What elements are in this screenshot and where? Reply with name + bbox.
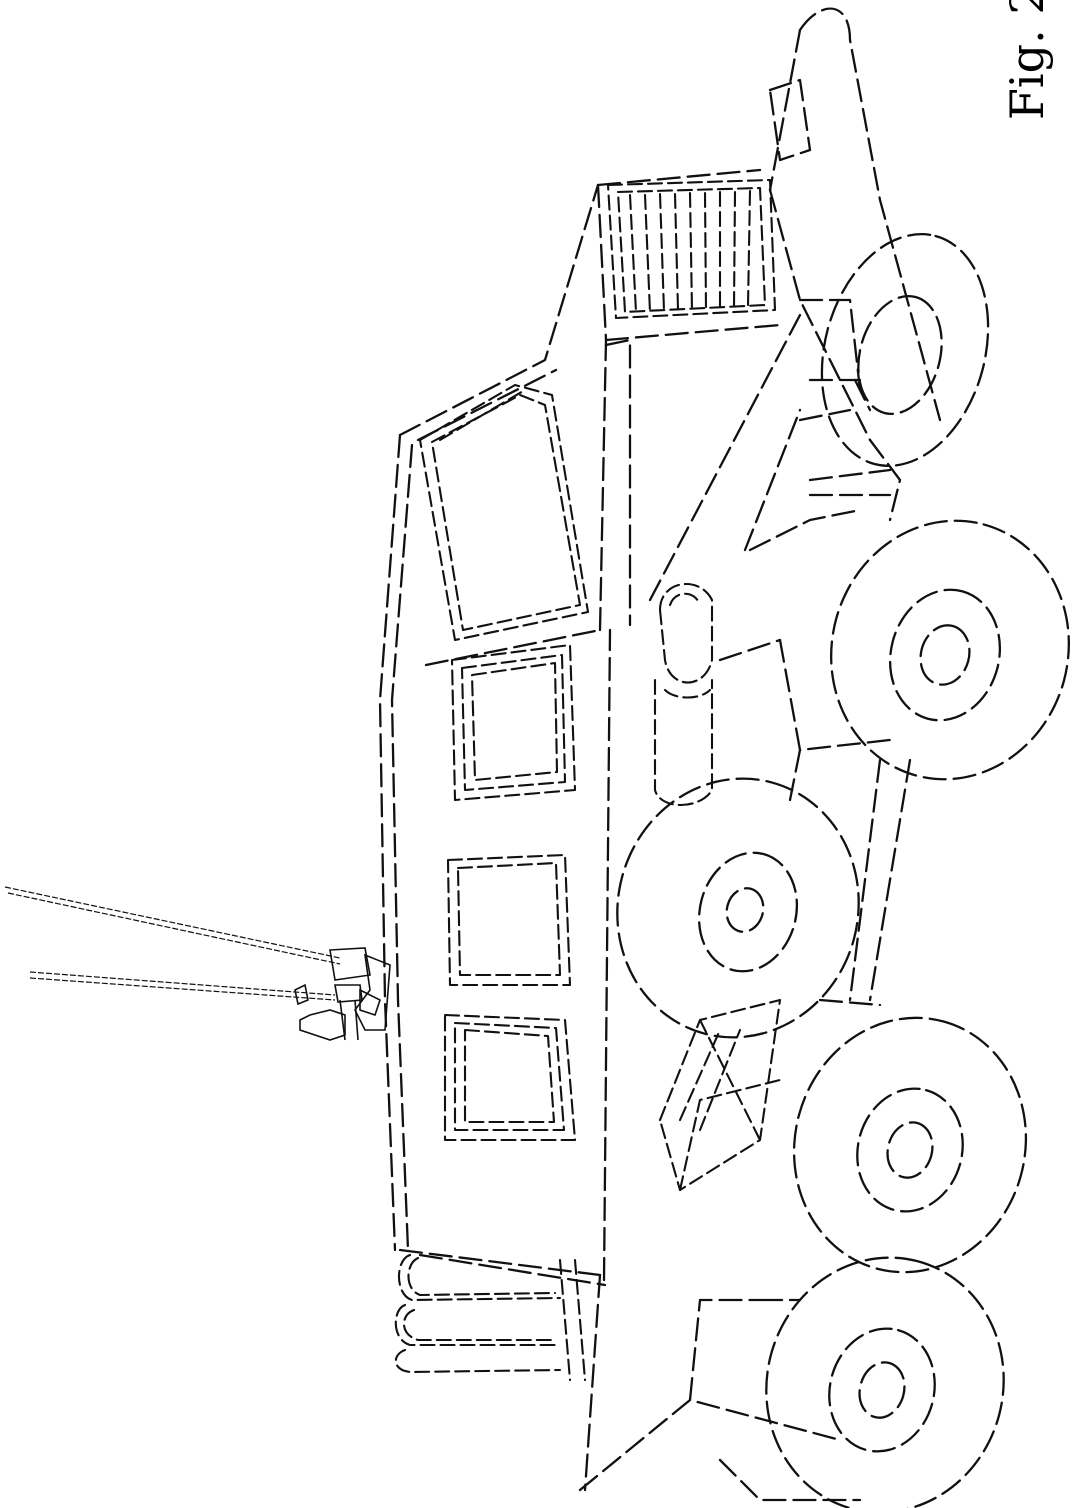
vehicle-body — [378, 7, 942, 1502]
roof-weapon-mount — [4, 886, 391, 1041]
figure-label: Fig. 2 — [1000, 0, 1054, 120]
windshield — [418, 383, 590, 642]
rear-vents — [394, 1253, 587, 1382]
side-tank — [653, 583, 714, 807]
wheel-front-right — [820, 233, 990, 467]
wheel-rear-1 — [792, 1016, 1028, 1274]
rear-step-box — [658, 998, 782, 1192]
side-window-middle — [446, 853, 572, 987]
front-grille — [606, 178, 777, 320]
side-window-rear — [443, 1013, 577, 1142]
wheel-middle — [616, 777, 860, 1039]
wheel-front-left — [830, 519, 1070, 781]
side-window-front — [450, 643, 577, 802]
wheel-rear-2 — [765, 1256, 1005, 1508]
